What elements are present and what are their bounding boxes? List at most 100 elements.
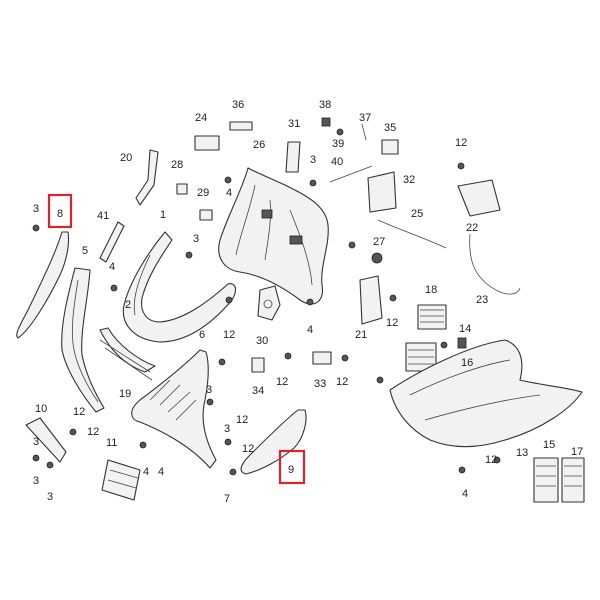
label-35: 35 [384,122,396,134]
part-15-slats [536,465,556,487]
label-39: 39 [332,138,344,150]
part-31-clip [285,141,301,173]
part-13-ribs [409,359,541,421]
part-26-details [235,184,313,286]
label-12i: 12 [336,376,348,388]
part-41-strip [99,221,125,263]
part-6-side-cover [131,349,217,469]
label-3b: 3 [193,233,199,245]
label-3a: 3 [33,203,39,215]
label-3h: 3 [224,423,230,435]
part-38-clip [321,117,331,127]
label-8: 8 [57,208,63,220]
part-5-inner-panel [61,267,105,413]
label-4a: 4 [109,261,115,273]
part-32-lid [367,171,397,213]
label-40: 40 [331,156,343,168]
label-9: 9 [288,464,294,476]
part-15-guard [533,457,559,503]
label-41: 41 [97,210,109,222]
label-4e: 4 [158,466,164,478]
label-23: 23 [476,294,488,306]
part-22-bracket [457,179,501,217]
label-36: 36 [232,99,244,111]
part-25-cable [377,219,447,249]
label-20: 20 [120,152,132,164]
label-12h: 12 [276,376,288,388]
label-10: 10 [35,403,47,415]
part-36-pad [229,121,253,131]
part-39-screw [336,128,344,136]
label-34: 34 [252,385,264,397]
label-14: 14 [459,323,471,335]
label-2: 2 [125,299,131,311]
part-13-under-tray [389,339,583,448]
label-12j: 12 [485,454,497,466]
label-17: 17 [571,446,583,458]
label-11: 11 [106,437,117,449]
label-33: 33 [314,378,326,390]
part-8-side-panel [16,231,70,339]
part-5-inner-edge [71,279,99,403]
part-11-step-plate [101,459,141,501]
label-4f: 4 [462,488,468,500]
part-16-slats [408,349,434,365]
label-12f: 12 [73,406,85,418]
label-31: 31 [288,118,300,130]
part-26-inner-panel [218,167,329,305]
part-21-bracket [359,275,383,325]
label-12e: 12 [242,443,254,455]
label-28: 28 [171,159,183,171]
part-18-grille [417,304,447,330]
label-30: 30 [256,335,268,347]
part-24-pad [194,135,220,151]
part-30-bracket [257,285,281,321]
highlight-box-9 [278,449,306,485]
label-4c: 4 [307,324,313,336]
label-3g: 3 [206,384,212,396]
label-16: 16 [461,357,473,369]
highlight-box-8 [47,193,73,229]
hardware-screws [32,162,501,476]
part-1-front-shield [122,231,237,343]
part-37-pin [361,123,367,141]
part-35-lock [381,139,399,155]
label-5: 5 [82,245,88,257]
label-6: 6 [199,329,205,341]
label-13: 13 [516,447,528,459]
label-18: 18 [425,284,437,296]
label-12g: 12 [87,426,99,438]
label-7: 7 [224,493,230,505]
label-15: 15 [543,439,555,451]
label-12c: 12 [386,317,398,329]
label-3e: 3 [33,475,39,487]
part-29-clip [199,209,213,221]
part-23-hose [469,233,521,295]
part-18-slats [420,309,444,323]
label-12b: 12 [223,329,235,341]
part-6-ribs [149,379,197,421]
part-9-lower-cover [240,409,307,475]
label-4b: 4 [226,187,232,199]
label-25: 25 [411,208,423,220]
label-29: 29 [197,187,209,199]
label-19: 19 [119,388,131,400]
part-10-cover [25,417,67,463]
label-27: 27 [373,236,385,248]
part-27-grommet [371,252,383,264]
label-22: 22 [466,222,478,234]
part-26-slot [261,209,273,219]
label-21: 21 [355,329,367,341]
part-34-clip [251,357,265,373]
part-28-nut [176,183,188,195]
label-1: 1 [160,209,166,221]
part-20-bracket [135,149,159,206]
label-12d: 12 [236,414,248,426]
label-12a: 12 [455,137,467,149]
part-1-edge [133,254,151,316]
label-24: 24 [195,112,207,124]
label-3c: 3 [310,154,316,166]
part-19-lines [99,339,153,381]
